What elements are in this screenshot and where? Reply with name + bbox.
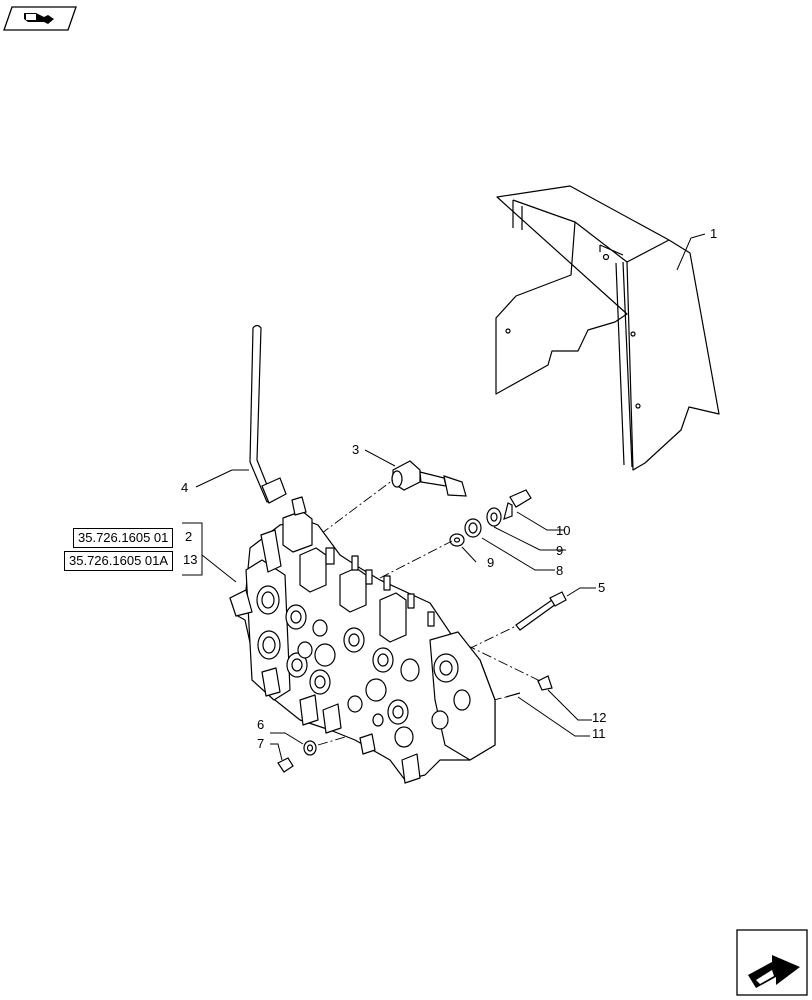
callout-7: 7 [257, 736, 264, 751]
reference-item-2: 13 [183, 552, 198, 567]
reference-item-1: 2 [185, 529, 193, 544]
control-lever [249, 324, 287, 504]
callout-10: 10 [556, 523, 570, 538]
callout-4: 4 [181, 480, 188, 495]
callout-3: 3 [352, 442, 359, 457]
callout-6: 6 [257, 717, 264, 732]
pressure-switch [391, 460, 467, 497]
book-arrow-icon[interactable] [3, 6, 77, 31]
callout-11: 11 [592, 726, 606, 741]
bolt-and-washers [449, 489, 532, 547]
callout-9-upper: 9 [556, 543, 563, 558]
tie-rod-bolt [515, 591, 567, 631]
next-page-arrow-icon[interactable] [736, 929, 808, 996]
reference-code-2[interactable]: 35.726.1605 01A [64, 551, 174, 571]
guard-shield [495, 185, 720, 471]
reference-bracket [182, 522, 237, 583]
pin-and-cotter [505, 675, 553, 698]
callout-8: 8 [556, 563, 563, 578]
nut-and-washer [277, 740, 317, 773]
callout-5: 5 [598, 580, 605, 595]
callout-9-lower: 9 [487, 555, 494, 570]
callout-12: 12 [592, 710, 606, 725]
reference-code-1[interactable]: 35.726.1605 01 [73, 528, 174, 548]
callout-1: 1 [710, 226, 717, 241]
control-valve-block [229, 496, 496, 784]
